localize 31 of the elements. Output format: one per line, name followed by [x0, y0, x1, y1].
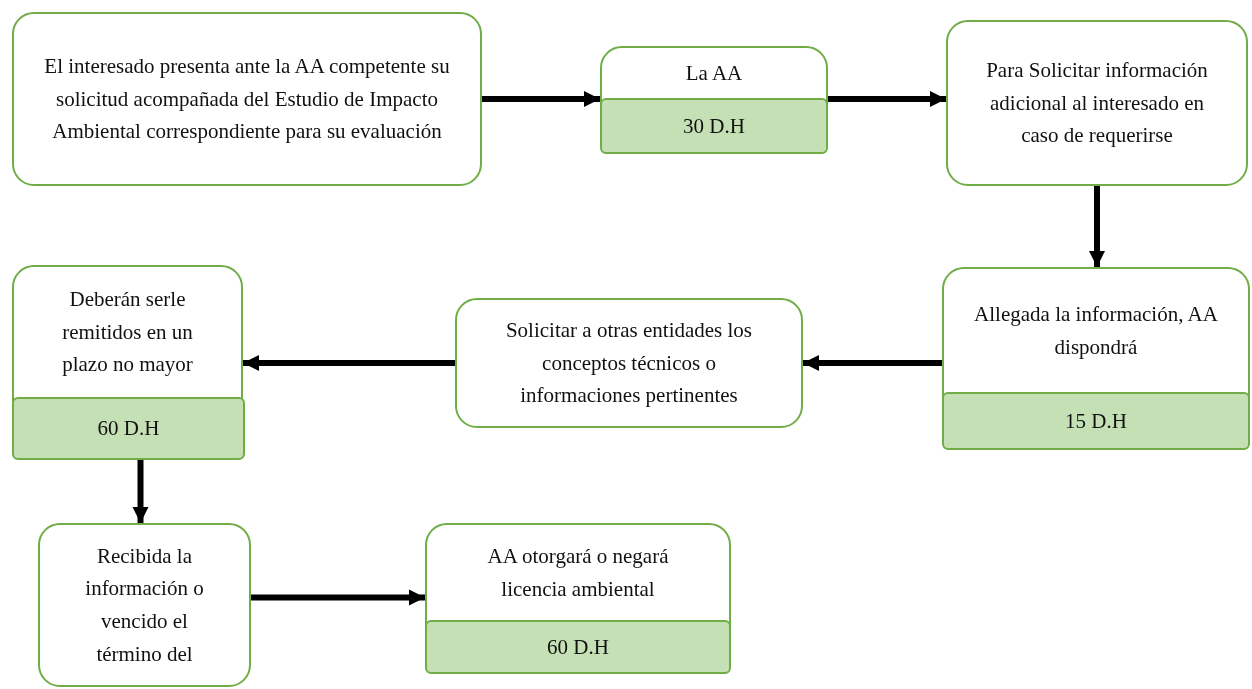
- node-text: 30 D.H: [683, 112, 745, 140]
- node-text: Para Solicitar información adicional al interesado en caso de requerirse: [985, 57, 1209, 150]
- node-text: La AA: [685, 59, 743, 87]
- node-text: 60 D.H: [97, 415, 160, 443]
- duration-bar: [425, 620, 731, 674]
- process-box: [455, 298, 803, 428]
- process-box: [942, 267, 1250, 448]
- node-text: El interesado presenta ante la AA competente su solicitud acompañada del Estudio de Impacto Ambiental correspondiente para su evaluación: [43, 53, 451, 146]
- arrow: [803, 355, 942, 371]
- duration-bar: [942, 392, 1250, 450]
- process-box: [425, 523, 731, 672]
- process-box: [12, 12, 482, 186]
- node-text: Solicitar a otras entidades los conceptos técnicos o informaciones pertinentes: [504, 317, 754, 410]
- arrow: [251, 589, 425, 606]
- node-text: Recibida la información o vencido el término del: [84, 542, 205, 668]
- process-box: [946, 20, 1248, 186]
- node-text: Deberán serle remitidos en un plazo no mayor: [61, 286, 194, 379]
- duration-bar: [12, 397, 245, 460]
- node-text: 60 D.H: [547, 633, 609, 661]
- arrow: [243, 355, 455, 371]
- arrow: [132, 458, 149, 523]
- process-box: [12, 265, 243, 458]
- node-text: Allegada la información, AA dispondrá: [973, 300, 1219, 361]
- arrow: [1089, 186, 1105, 267]
- node-text: AA otorgará o negará licencia ambiental: [486, 542, 670, 603]
- arrow: [482, 91, 600, 107]
- node-text: 15 D.H: [1065, 407, 1127, 435]
- process-box: [38, 523, 251, 687]
- arrow: [828, 91, 946, 107]
- duration-bar: [600, 98, 828, 154]
- process-box: [600, 46, 828, 152]
